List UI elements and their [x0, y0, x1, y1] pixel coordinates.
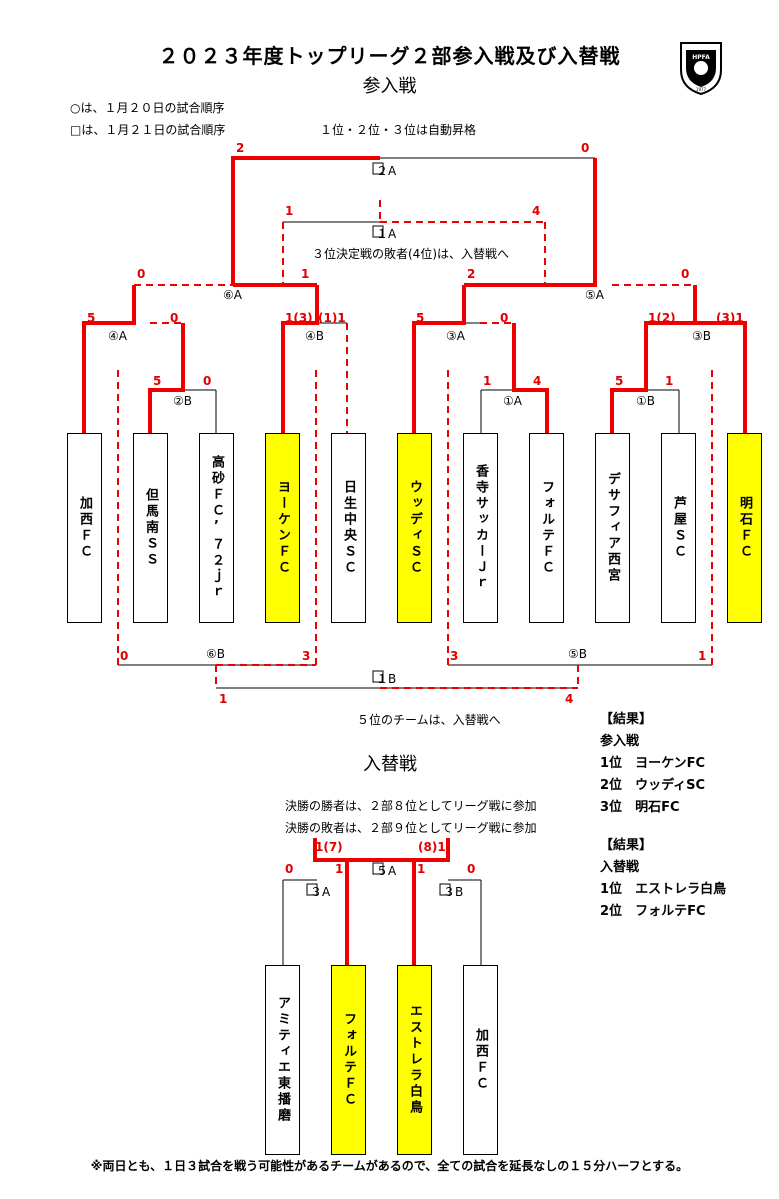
score: 1(2)	[648, 311, 676, 325]
score: 0	[285, 862, 294, 876]
score: 2	[236, 141, 245, 155]
team-box: 高砂ＦＣ’７２ｊｒ	[199, 433, 234, 623]
score: 1	[285, 204, 294, 218]
team-box: 芦屋ＳＣ	[661, 433, 696, 623]
score: 1	[665, 374, 674, 388]
match-label-1a-square: １A	[376, 227, 397, 241]
score: (3)1	[716, 311, 744, 325]
score: 3	[450, 649, 459, 663]
score: 5	[615, 374, 624, 388]
match-label-1a: ①A	[503, 394, 522, 408]
match-label-4b: ④B	[305, 329, 324, 343]
score: 1	[417, 862, 426, 876]
score: 5	[416, 311, 425, 325]
results-playoff: 【結果】 入替戦 1位 エストレラ白鳥 2位 フォルテFC	[600, 838, 727, 919]
score: 0	[581, 141, 590, 155]
match-label-6a: ⑥A	[223, 288, 242, 302]
score: (8)1	[418, 840, 446, 854]
score: 0	[681, 267, 690, 281]
footer-note: ※両日とも、１日３試合を戦う可能性があるチームがあるので、全ての試合を延長なしの…	[90, 1159, 689, 1173]
match-label-3b-square: ３B	[443, 885, 464, 899]
match-label-2b: ②B	[173, 394, 192, 408]
score: 0	[120, 649, 129, 663]
score: 0	[500, 311, 509, 325]
score: 0	[170, 311, 179, 325]
match-label-5b: ⑤B	[568, 647, 587, 661]
match-label-3a: ③A	[446, 329, 465, 343]
team-box: 加西ＦＣ	[67, 433, 102, 623]
final-winner-note: 決勝の勝者は、２部８位としてリーグ戦に参加	[285, 799, 537, 813]
match-label-6b: ⑥B	[206, 647, 225, 661]
section-title-playoff: 入替戦	[363, 754, 417, 775]
match-label-3b: ③B	[692, 329, 711, 343]
match-label-1b: ①B	[636, 394, 655, 408]
match-label-5a: ⑤A	[585, 288, 604, 302]
score: (1)1	[318, 311, 346, 325]
score: 1	[335, 862, 344, 876]
match-label-4a: ④A	[108, 329, 127, 343]
final-loser-note: 決勝の敗者は、２部９位としてリーグ戦に参加	[285, 821, 537, 835]
legend-square-note: □は、１月２１日の試合順序	[70, 123, 226, 137]
page-title: ２０２３年度トップリーグ２部参入戦及び入替戦	[158, 44, 621, 68]
score: 1(7)	[315, 840, 343, 854]
section-title-entry: 参入戦	[362, 76, 417, 97]
score: 0	[137, 267, 146, 281]
team-box: デサフィア西宮	[595, 433, 630, 623]
match-label-2a: ２A	[376, 164, 397, 178]
match-label-1b-square: １B	[376, 672, 397, 686]
score: 3	[302, 649, 311, 663]
score: 4	[565, 692, 574, 706]
third-place-note: ３位決定戦の敗者(4位)は、入替戦へ	[312, 247, 509, 261]
team-box: フォルテＦＣ	[529, 433, 564, 623]
association-logo: HPFA 1977	[678, 40, 724, 96]
team-box-winner: 明石ＦＣ	[727, 433, 762, 623]
score: 4	[532, 204, 541, 218]
score: 1	[219, 692, 228, 706]
svg-text:HPFA: HPFA	[692, 54, 710, 61]
score: 1	[301, 267, 310, 281]
svg-text:1977: 1977	[696, 87, 707, 92]
fifth-place-note: ５位のチームは、入替戦へ	[357, 713, 501, 727]
team-box: 但馬南ＳＳ	[133, 433, 168, 623]
legend-circle-note: ○は、１月２０日の試合順序	[70, 101, 225, 115]
results-entry: 【結果】 参入戦 1位 ヨーケンFC 2位 ウッディSC 3位 明石FC	[600, 712, 706, 815]
score: 0	[467, 862, 476, 876]
score: 5	[153, 374, 162, 388]
score: 5	[87, 311, 96, 325]
team-box: 日生中央ＳＣ	[331, 433, 366, 623]
score: 2	[467, 267, 476, 281]
match-label-3a-square: ３A	[310, 885, 331, 899]
match-label-5a-square: ５A	[376, 864, 397, 878]
score: 1(3)	[285, 311, 313, 325]
score: 1	[698, 649, 707, 663]
team-box-winner: ウッディＳＣ	[397, 433, 432, 623]
playoff-team-box-winner: エストレラ白鳥	[397, 965, 432, 1155]
playoff-team-box: 加西ＦＣ	[463, 965, 498, 1155]
playoff-team-box-winner: フォルテＦＣ	[331, 965, 366, 1155]
auto-promote-note: １位・２位・３位は自動昇格	[320, 123, 477, 137]
score: 4	[533, 374, 542, 388]
score: 0	[203, 374, 212, 388]
playoff-team-box: アミティエ東播磨	[265, 965, 300, 1155]
score: 1	[483, 374, 492, 388]
team-box-winner: ヨーケンＦＣ	[265, 433, 300, 623]
team-box: 香寺サッカーＪｒ	[463, 433, 498, 623]
